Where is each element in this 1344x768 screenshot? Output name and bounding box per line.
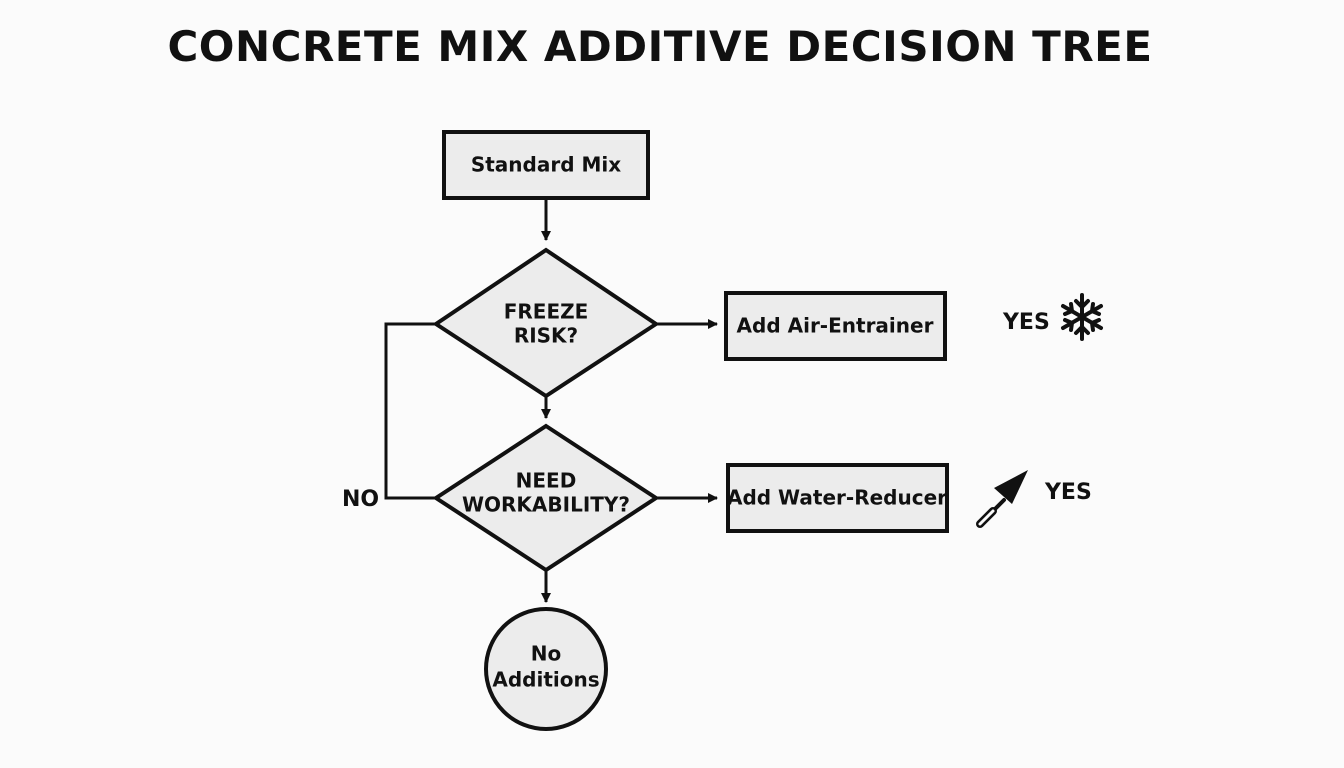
node-need-workability-line1: NEED (516, 469, 577, 493)
node-no-additions-line2: Additions (492, 668, 599, 692)
node-standard-mix-label: Standard Mix (471, 153, 621, 177)
node-standard-mix: Standard Mix (442, 130, 650, 200)
node-add-air-entrainer-label: Add Air-Entrainer (737, 314, 934, 338)
no-label: NO (342, 487, 379, 512)
node-freeze-risk: FREEZE RISK? (432, 247, 660, 399)
page-title: CONCRETE MIX ADDITIVE DECISION TREE (167, 22, 1153, 71)
workability-yes-label: YES (1044, 480, 1092, 505)
trowel-icon (976, 470, 1028, 528)
node-need-workability-line2: WORKABILITY? (462, 493, 630, 517)
no-loop-line (384, 322, 436, 500)
node-add-water-reducer-label: Add Water-Reducer (727, 486, 947, 510)
snowflake-icon (1061, 293, 1103, 341)
freeze-yes-label: YES (1002, 310, 1050, 335)
connectors (384, 200, 718, 603)
node-freeze-risk-line1: FREEZE (504, 300, 589, 324)
node-no-additions-line1: No (531, 642, 561, 666)
node-add-air-entrainer: Add Air-Entrainer (724, 291, 947, 361)
node-add-water-reducer: Add Water-Reducer (726, 463, 949, 533)
node-freeze-risk-line2: RISK? (514, 324, 578, 348)
node-no-additions: No Additions (484, 607, 608, 731)
node-need-workability: NEED WORKABILITY? (432, 423, 660, 573)
